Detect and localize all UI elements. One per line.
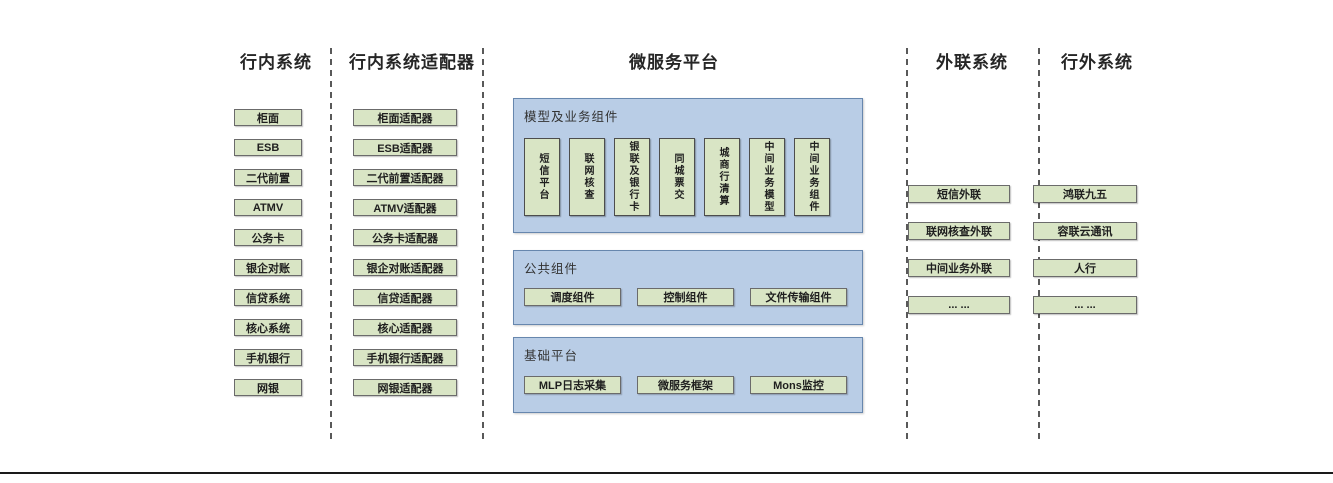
system-box: 联网核查外联: [908, 222, 1010, 240]
horizontal-box-row: 调度组件 控制组件 文件传输组件: [524, 288, 847, 306]
adapter-box: 信贷适配器: [353, 289, 457, 306]
adapter-box: 手机银行适配器: [353, 349, 457, 366]
component-box: 调度组件: [524, 288, 621, 306]
adapter-box: ATMV适配器: [353, 199, 457, 216]
system-box: 银企对账: [234, 259, 302, 276]
system-box: ATMV: [234, 199, 302, 216]
system-box: 柜面: [234, 109, 302, 126]
component-box: 城商行清算: [704, 138, 740, 216]
system-box: 短信外联: [908, 185, 1010, 203]
system-box: 容联云通讯: [1033, 222, 1137, 240]
component-label: 城商行清算: [717, 147, 728, 207]
adapter-box: 核心适配器: [353, 319, 457, 336]
component-label: 中间业务组件: [807, 141, 818, 213]
system-box: 二代前置: [234, 169, 302, 186]
header-inbank-systems: 行内系统: [240, 53, 312, 72]
system-box: 核心系统: [234, 319, 302, 336]
panel-title: 公共组件: [524, 262, 579, 276]
component-box: 同城票交: [659, 138, 695, 216]
component-box: 中间业务模型: [749, 138, 785, 216]
system-box: 人行: [1033, 259, 1137, 277]
system-box: 信贷系统: [234, 289, 302, 306]
base-platform-panel: 基础平台 MLP日志采集 微服务框架 Mons监控: [513, 337, 863, 413]
component-box: 控制组件: [637, 288, 734, 306]
component-box: Mons监控: [750, 376, 847, 394]
header-inbank-adapters: 行内系统适配器: [349, 53, 475, 72]
system-box: 中间业务外联: [908, 259, 1010, 277]
external-link-systems-column: 短信外联 联网核查外联 中间业务外联 ... ...: [908, 185, 1010, 314]
header-outbank-systems: 行外系统: [1061, 53, 1133, 72]
column-divider: [330, 48, 332, 443]
component-label: 联网核查: [582, 153, 593, 201]
system-box: ESB: [234, 139, 302, 156]
component-box: 短信平台: [524, 138, 560, 216]
component-label: 同城票交: [672, 153, 683, 201]
adapter-box: 银企对账适配器: [353, 259, 457, 276]
system-box: 网银: [234, 379, 302, 396]
component-box: 中间业务组件: [794, 138, 830, 216]
component-label: 短信平台: [537, 153, 548, 201]
system-box: 鸿联九五: [1033, 185, 1137, 203]
adapter-box: ESB适配器: [353, 139, 457, 156]
panel-title: 模型及业务组件: [524, 110, 619, 124]
horizontal-box-row: MLP日志采集 微服务框架 Mons监控: [524, 376, 847, 394]
header-external-link-systems: 外联系统: [936, 53, 1008, 72]
component-label: 中间业务模型: [762, 141, 773, 213]
component-label: 银联及银行卡: [627, 141, 638, 213]
outbank-systems-column: 鸿联九五 容联云通讯 人行 ... ...: [1033, 185, 1137, 314]
component-box: MLP日志采集: [524, 376, 621, 394]
bottom-rule: [0, 472, 1333, 474]
column-divider: [1038, 48, 1040, 443]
header-microservice-platform: 微服务平台: [629, 53, 719, 72]
adapter-box: 网银适配器: [353, 379, 457, 396]
column-divider: [482, 48, 484, 443]
column-divider: [906, 48, 908, 443]
vertical-box-row: 短信平台 联网核查 银联及银行卡 同城票交 城商行清算 中间业务模型 中间业务组…: [524, 138, 830, 216]
system-box: ... ...: [908, 296, 1010, 314]
inbank-systems-column: 柜面 ESB 二代前置 ATMV 公务卡 银企对账 信贷系统 核心系统 手机银行…: [234, 109, 302, 396]
component-box: 微服务框架: [637, 376, 734, 394]
system-box: 公务卡: [234, 229, 302, 246]
panel-title: 基础平台: [524, 349, 579, 363]
component-box: 银联及银行卡: [614, 138, 650, 216]
common-components-panel: 公共组件 调度组件 控制组件 文件传输组件: [513, 250, 863, 325]
adapter-box: 柜面适配器: [353, 109, 457, 126]
inbank-adapters-column: 柜面适配器 ESB适配器 二代前置适配器 ATMV适配器 公务卡适配器 银企对账…: [353, 109, 457, 396]
adapter-box: 二代前置适配器: [353, 169, 457, 186]
system-box: 手机银行: [234, 349, 302, 366]
system-box: ... ...: [1033, 296, 1137, 314]
component-box: 文件传输组件: [750, 288, 847, 306]
model-business-components-panel: 模型及业务组件 短信平台 联网核查 银联及银行卡 同城票交 城商行清算 中间业务…: [513, 98, 863, 233]
component-box: 联网核查: [569, 138, 605, 216]
adapter-box: 公务卡适配器: [353, 229, 457, 246]
